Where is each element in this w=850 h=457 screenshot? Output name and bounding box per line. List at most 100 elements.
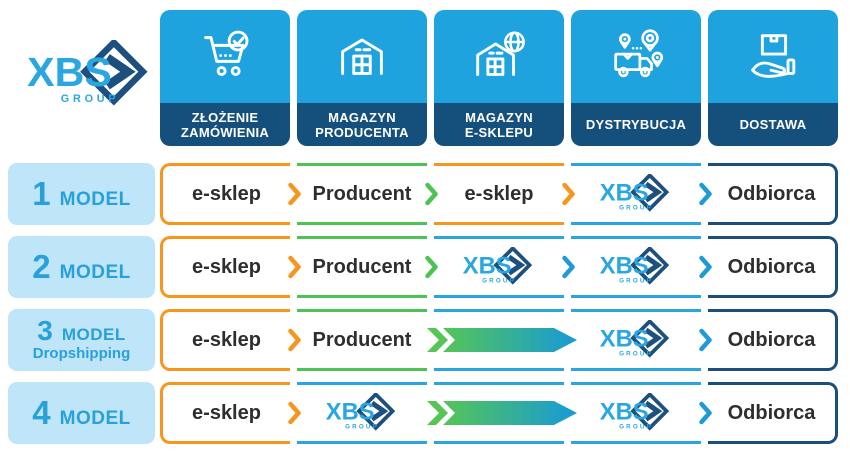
xbs-group-logo: XBS GROUP bbox=[600, 247, 670, 285]
cell-text: Odbiorca bbox=[727, 401, 816, 424]
logo-text: XBS bbox=[600, 398, 649, 425]
cell-text: e-sklep bbox=[192, 255, 261, 278]
cell-skipped bbox=[434, 309, 564, 371]
logo-subtext: GROUP bbox=[619, 351, 653, 358]
cell-text: Odbiorca bbox=[727, 255, 816, 278]
cell-xbs: XBS GROUP bbox=[571, 236, 701, 298]
gradient-flow-arrow bbox=[427, 401, 577, 425]
truck-pins-icon bbox=[571, 10, 701, 103]
cell-text: e-sklep bbox=[192, 182, 261, 205]
chevron-right-icon bbox=[695, 236, 715, 298]
model-word: MODEL bbox=[59, 189, 131, 210]
header-column-delivery: DOSTAWA bbox=[708, 10, 838, 146]
header-label-line1: DYSTRYBUCJA bbox=[585, 117, 687, 132]
cell-text: e-sklep bbox=[192, 328, 261, 351]
logo-text: XBS bbox=[600, 179, 649, 206]
header-label-line1: ZŁOŻENIE bbox=[191, 109, 259, 125]
cell-text: Producent bbox=[312, 255, 412, 278]
logo-subtext: GROUP bbox=[619, 424, 653, 431]
model-number: 3 bbox=[37, 315, 53, 347]
xbs-group-logo: XBS GROUP bbox=[600, 393, 670, 431]
header-label-delivery: DOSTAWA bbox=[708, 103, 838, 146]
model-word: MODEL bbox=[59, 262, 131, 283]
xbs-group-logo: XBS GROUP bbox=[27, 40, 148, 106]
header-column-order: ZŁOŻENIE ZAMÓWIENIA bbox=[160, 10, 290, 146]
xbs-group-logo: XBS GROUP bbox=[600, 320, 670, 358]
cell-text: e-sklep bbox=[192, 401, 261, 424]
cell-e-sklep: e-sklep bbox=[434, 163, 564, 225]
cell-xbs: XBS GROUP bbox=[571, 163, 701, 225]
cell-text: Odbiorca bbox=[727, 182, 816, 205]
logo-text: XBS bbox=[463, 252, 512, 279]
cell-odbiorca: Odbiorca bbox=[708, 382, 838, 444]
chevron-right-icon bbox=[695, 382, 715, 444]
cell-odbiorca: Odbiorca bbox=[708, 236, 838, 298]
model-1-label: 1 MODEL bbox=[8, 163, 155, 225]
cell-text: Producent bbox=[312, 182, 412, 205]
cell-e-sklep: e-sklep bbox=[160, 309, 290, 371]
cell-e-sklep: e-sklep bbox=[160, 382, 290, 444]
logo-subtext: GROUP bbox=[482, 278, 516, 285]
warehouse-globe-icon bbox=[434, 10, 564, 103]
cart-check-icon bbox=[160, 10, 290, 103]
cell-e-sklep: e-sklep bbox=[160, 163, 290, 225]
cell-text: Producent bbox=[312, 328, 412, 351]
chevron-right-icon bbox=[421, 163, 441, 225]
model-2-label: 2 MODEL bbox=[8, 236, 155, 298]
header-label-line1: MAGAZYN bbox=[465, 109, 533, 125]
model-sublabel: Dropshipping bbox=[32, 345, 131, 363]
cell-odbiorca: Odbiorca bbox=[708, 309, 838, 371]
chevron-right-icon bbox=[695, 163, 715, 225]
cell-producent: Producent bbox=[297, 236, 427, 298]
logo-text: XBS bbox=[600, 252, 649, 279]
logo-text: XBS bbox=[326, 398, 375, 425]
logo-subtext: GROUP bbox=[345, 424, 379, 431]
cell-text: Odbiorca bbox=[727, 328, 816, 351]
cell-xbs: XBS GROUP bbox=[434, 236, 564, 298]
header-label-line2: ZAMÓWIENIA bbox=[180, 124, 270, 140]
model-word: MODEL bbox=[61, 325, 126, 345]
header-label-line2: PRODUCENTA bbox=[315, 124, 409, 140]
package-hand-icon bbox=[708, 10, 838, 103]
xbs-group-logo: XBS GROUP bbox=[600, 174, 670, 212]
model-number: 1 bbox=[32, 175, 51, 212]
chevron-right-icon bbox=[558, 163, 578, 225]
header-label-distribution: DYSTRYBUCJA bbox=[571, 103, 701, 146]
model-row-4: 4 MODEL e-sklep XBS GROUP bbox=[0, 382, 850, 444]
chevron-right-icon bbox=[284, 236, 304, 298]
cell-text: e-sklep bbox=[464, 182, 534, 205]
header-label-line2: E-SKLEPU bbox=[464, 124, 534, 140]
chevron-right-icon bbox=[284, 163, 304, 225]
cell-odbiorca: Odbiorca bbox=[708, 163, 838, 225]
xbs-group-logo: XBS GROUP bbox=[326, 393, 396, 431]
header-column-eshop-warehouse: MAGAZYN E-SKLEPU bbox=[434, 10, 564, 146]
model-number: 2 bbox=[32, 248, 51, 285]
model-number: 4 bbox=[32, 394, 51, 431]
chevron-right-icon bbox=[558, 236, 578, 298]
header-label-eshop-warehouse: MAGAZYN E-SKLEPU bbox=[434, 103, 564, 146]
cell-producent: Producent bbox=[297, 309, 427, 371]
logo-text: XBS bbox=[600, 325, 649, 352]
cell-xbs: XBS GROUP bbox=[297, 382, 427, 444]
header-label-line1: DOSTAWA bbox=[739, 117, 807, 132]
cell-skipped bbox=[434, 382, 564, 444]
model-row-1: 1 MODEL e-sklep Producent e-sklep XB bbox=[0, 163, 850, 225]
logo-subtext: GROUP bbox=[61, 93, 120, 105]
model-row-2: 2 MODEL e-sklep Producent XBS GROUP bbox=[0, 236, 850, 298]
header-column-distribution: DYSTRYBUCJA bbox=[571, 10, 701, 146]
header-label-line1: MAGAZYN bbox=[328, 109, 396, 125]
header-label-producer-warehouse: MAGAZYN PRODUCENTA bbox=[297, 103, 427, 146]
cell-e-sklep: e-sklep bbox=[160, 236, 290, 298]
model-row-3: 3 MODEL Dropshipping e-sklep Producent X… bbox=[0, 309, 850, 371]
chevron-right-icon bbox=[695, 309, 715, 371]
logo-text: XBS bbox=[27, 49, 112, 95]
cell-xbs: XBS GROUP bbox=[571, 309, 701, 371]
model-3-label: 3 MODEL Dropshipping bbox=[8, 309, 155, 371]
cell-producent: Producent bbox=[297, 163, 427, 225]
chevron-right-icon bbox=[284, 309, 304, 371]
model-word: MODEL bbox=[59, 408, 131, 429]
warehouse-icon bbox=[297, 10, 427, 103]
gradient-flow-arrow bbox=[427, 328, 577, 352]
model-4-label: 4 MODEL bbox=[8, 382, 155, 444]
chevron-right-icon bbox=[421, 236, 441, 298]
